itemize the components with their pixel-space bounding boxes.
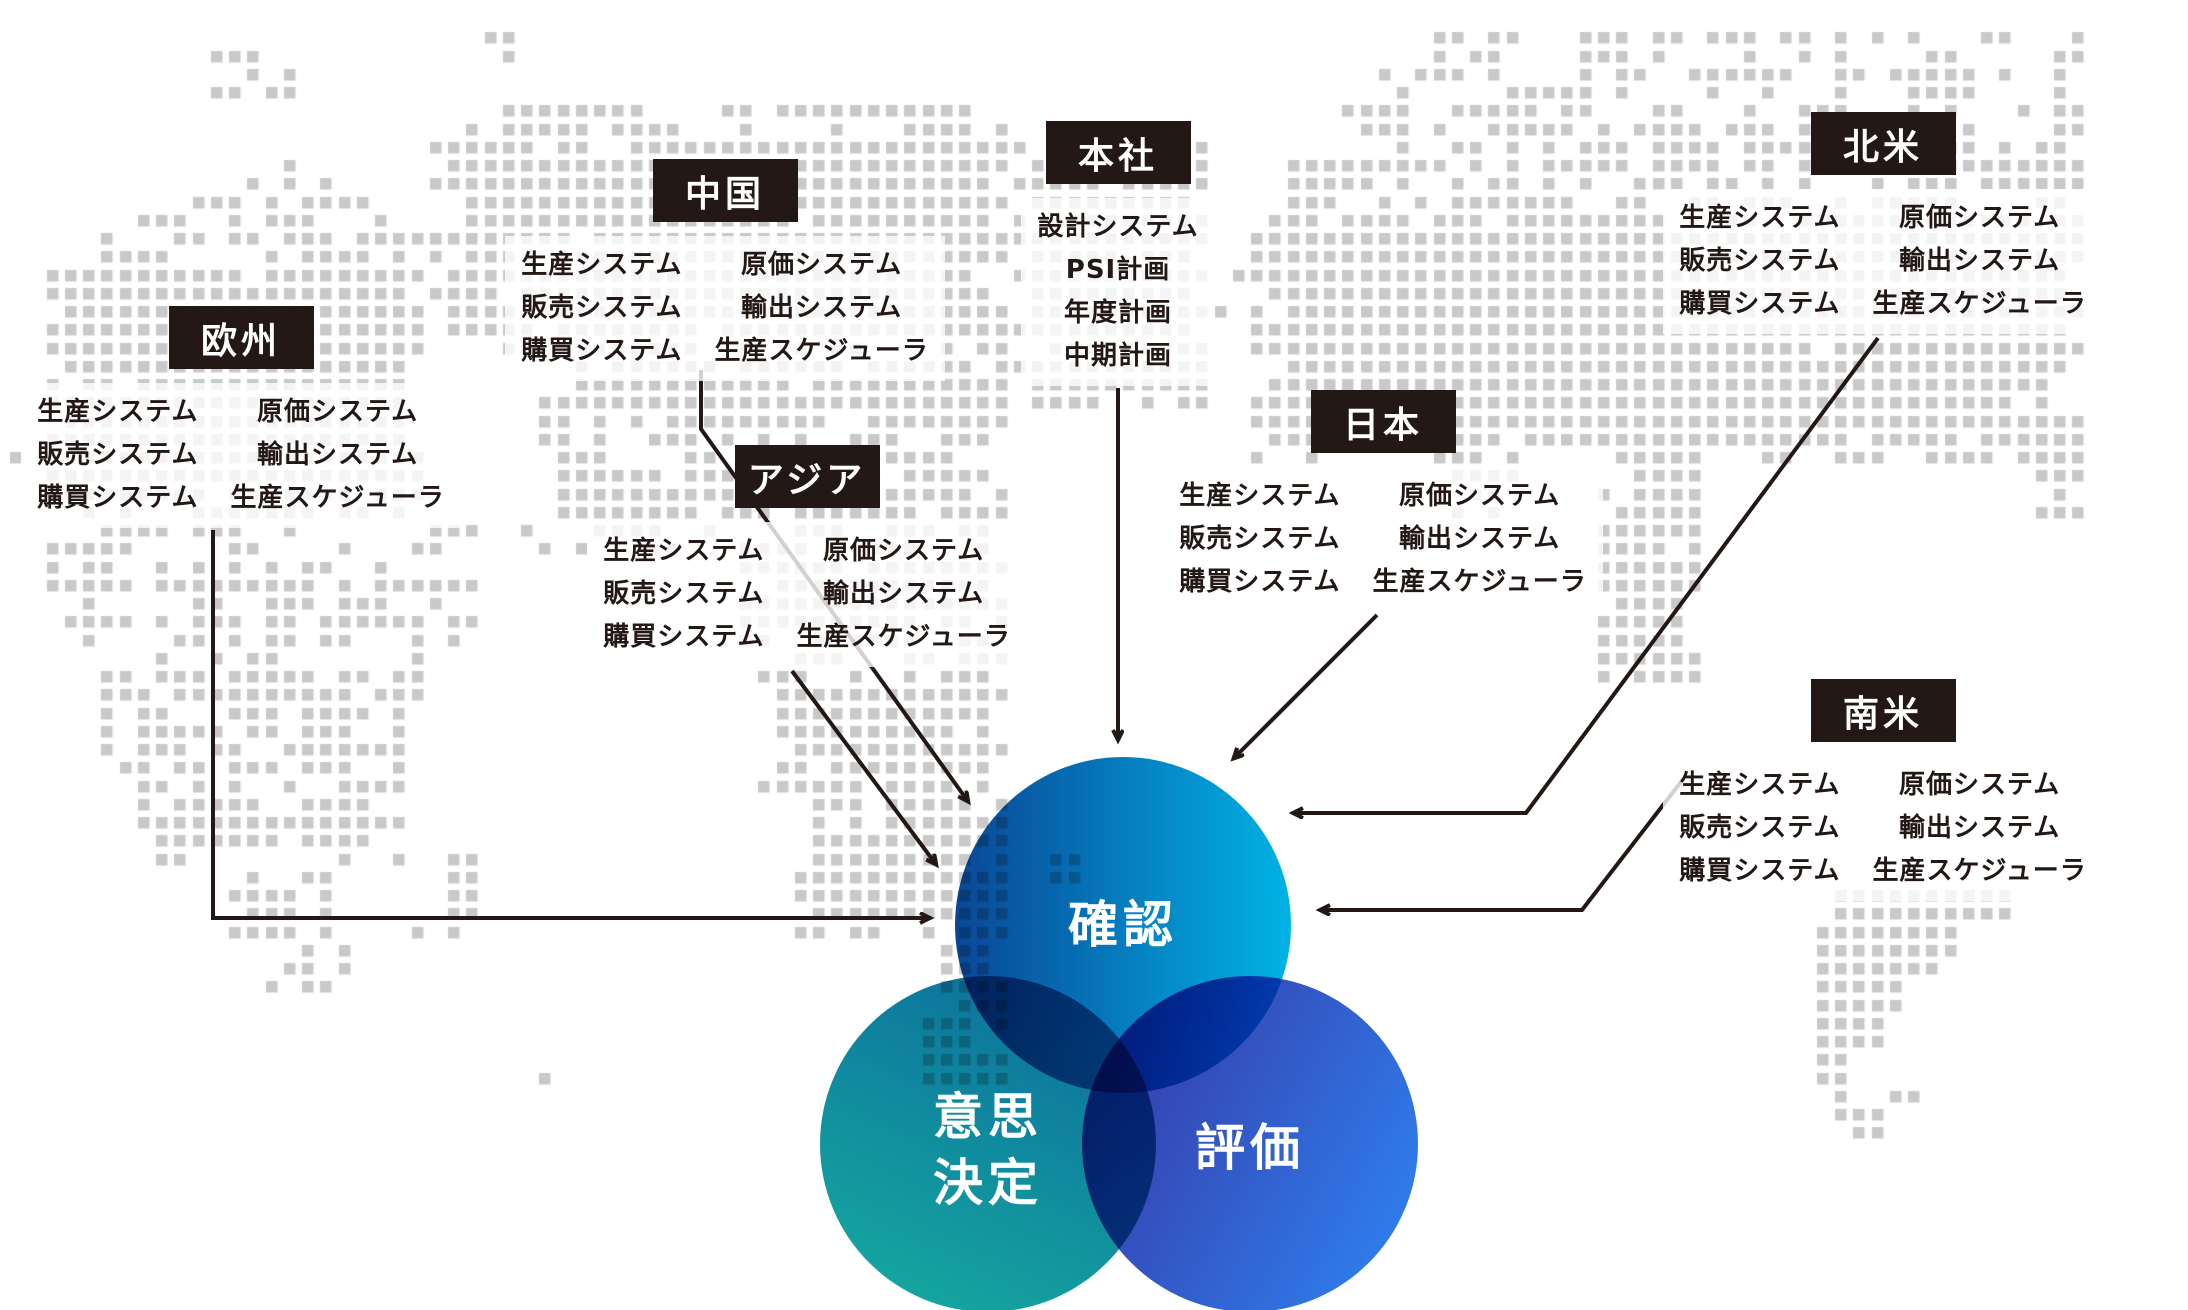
system-item: 原価システム [1399, 481, 1561, 511]
arrow-south-america [1322, 776, 1686, 910]
system-item: 輸出システム [1399, 524, 1561, 554]
region-systems-europe: 生産システム 販売システム 購買システム 原価システム 輸出システム 生産スケジ… [21, 383, 461, 528]
system-item: 販売システム [37, 440, 199, 470]
region-label-japan: 日本 [1310, 390, 1456, 453]
region-headquarters: 本社 設計システム PSI計画 年度計画 中期計画 [1021, 121, 1215, 386]
systems-col-left: 生産システム 販売システム 購買システム [1679, 764, 1840, 893]
region-europe: 欧州 生産システム 販売システム 購買システム 原価システム 輸出システム 生産… [16, 306, 466, 528]
system-item: 生産スケジューラ [1872, 289, 2087, 319]
venn-label-decision-line1: 意思 [933, 1088, 1043, 1146]
region-china: 中国 生産システム 販売システム 購買システム 原価システム 輸出システム 生産… [505, 159, 945, 381]
system-item: 販売システム [521, 293, 683, 323]
region-systems-north-america: 生産システム 販売システム 購買システム 原価システム 輸出システム 生産スケジ… [1663, 189, 2103, 334]
systems-col-right: 原価システム 輸出システム 生産スケジューラ [1873, 197, 2087, 326]
system-item: 生産システム [1679, 203, 1841, 233]
system-item: 生産システム [1679, 770, 1841, 800]
systems-col-right: 原価システム 輸出システム 生産スケジューラ [1373, 475, 1587, 604]
arrow-asia [790, 669, 935, 863]
system-item: 販売システム [1179, 524, 1341, 554]
systems-col-right: 原価システム 輸出システム 生産スケジューラ [1873, 764, 2087, 893]
region-japan: 日本 生産システム 販売システム 購買システム 原価システム 輸出システム 生産… [1163, 390, 1603, 612]
region-systems-south-america: 生産システム 販売システム 購買システム 原価システム 輸出システム 生産スケジ… [1663, 756, 2103, 901]
systems-col-right: 原価システム 輸出システム 生産スケジューラ [231, 391, 445, 520]
region-label-asia: アジア [734, 445, 880, 508]
system-item: 生産システム [1179, 481, 1341, 511]
system-item: 生産スケジューラ [714, 336, 929, 366]
system-item: 設計システム [1037, 212, 1199, 242]
system-item: 原価システム [823, 536, 985, 566]
region-label-north-america: 北米 [1810, 112, 1956, 175]
region-label-europe: 欧州 [168, 306, 314, 369]
region-systems-japan: 生産システム 販売システム 購買システム 原価システム 輸出システム 生産スケジ… [1163, 467, 1603, 612]
venn-label-confirm: 確認 [1068, 896, 1178, 954]
system-item: 原価システム [256, 397, 419, 427]
systems-col-left: 生産システム 販売システム 購買システム [1679, 197, 1840, 326]
systems-col-right: 原価システム 輸出システム 生産スケジューラ [715, 244, 929, 373]
region-north-america: 北米 生産システム 販売システム 購買システム 原価システム 輸出システム 生産… [1663, 112, 2103, 334]
system-item: 生産システム [521, 250, 683, 280]
systems-col-left: 生産システム 販売システム 購買システム [603, 530, 764, 659]
region-systems-china: 生産システム 販売システム 購買システム 原価システム 輸出システム 生産スケジ… [505, 236, 945, 381]
system-item: 購買システム [521, 336, 683, 366]
system-item: 生産システム [37, 397, 199, 427]
system-item: 原価システム [740, 250, 903, 280]
systems-col: 設計システム PSI計画 年度計画 中期計画 [1037, 206, 1198, 378]
region-label-headquarters: 本社 [1045, 121, 1191, 184]
system-item: PSI計画 [1065, 255, 1171, 285]
arrow-japan [1235, 613, 1379, 757]
system-item: 購買システム [1679, 289, 1841, 319]
region-systems-asia: 生産システム 販売システム 購買システム 原価システム 輸出システム 生産スケジ… [587, 522, 1027, 667]
region-south-america: 南米 生産システム 販売システム 購買システム 原価システム 輸出システム 生産… [1663, 679, 2103, 901]
system-item: 販売システム [1679, 813, 1841, 843]
venn-label-evaluation: 評価 [1195, 1119, 1305, 1177]
region-systems-headquarters: 設計システム PSI計画 年度計画 中期計画 [1021, 198, 1215, 386]
system-item: 販売システム [603, 579, 765, 609]
system-item: 輸出システム [1899, 813, 2061, 843]
system-item: 購買システム [1679, 856, 1841, 886]
system-item: 輸出システム [740, 293, 903, 323]
system-item: 購買システム [1179, 567, 1341, 597]
venn-label-decision: 意思 決定 [933, 1084, 1043, 1216]
system-item: 生産スケジューラ [230, 483, 445, 513]
arrow-north-america [1295, 336, 1880, 813]
region-label-south-america: 南米 [1810, 679, 1956, 742]
system-item: 輸出システム [1899, 246, 2061, 276]
system-item: 輸出システム [256, 440, 419, 470]
system-item: 生産システム [603, 536, 765, 566]
system-item: 生産スケジューラ [796, 622, 1011, 652]
arrow-china [699, 370, 967, 800]
systems-col-left: 生産システム 販売システム 購買システム [1179, 475, 1340, 604]
system-item: 原価システム [1899, 770, 2061, 800]
systems-col-right: 原価システム 輸出システム 生産スケジューラ [797, 530, 1011, 659]
arrow-europe [211, 530, 928, 918]
region-asia: アジア 生産システム 販売システム 購買システム 原価システム 輸出システム 生… [587, 445, 1027, 667]
system-item: 生産スケジューラ [1372, 567, 1587, 597]
system-item: 販売システム [1679, 246, 1841, 276]
systems-col-left: 生産システム 販売システム 購買システム [37, 391, 198, 520]
system-item: 生産スケジューラ [1872, 856, 2087, 886]
system-item: 年度計画 [1064, 298, 1173, 328]
system-item: 原価システム [1899, 203, 2061, 233]
systems-col-left: 生産システム 販売システム 購買システム [521, 244, 682, 373]
system-item: 中期計画 [1064, 341, 1173, 371]
venn-circle-evaluation [1082, 976, 1418, 1310]
system-item: 購買システム [603, 622, 765, 652]
region-label-china: 中国 [652, 159, 798, 222]
system-item: 購買システム [37, 483, 199, 513]
venn-label-decision-line2: 決定 [933, 1154, 1043, 1212]
system-item: 輸出システム [823, 579, 985, 609]
